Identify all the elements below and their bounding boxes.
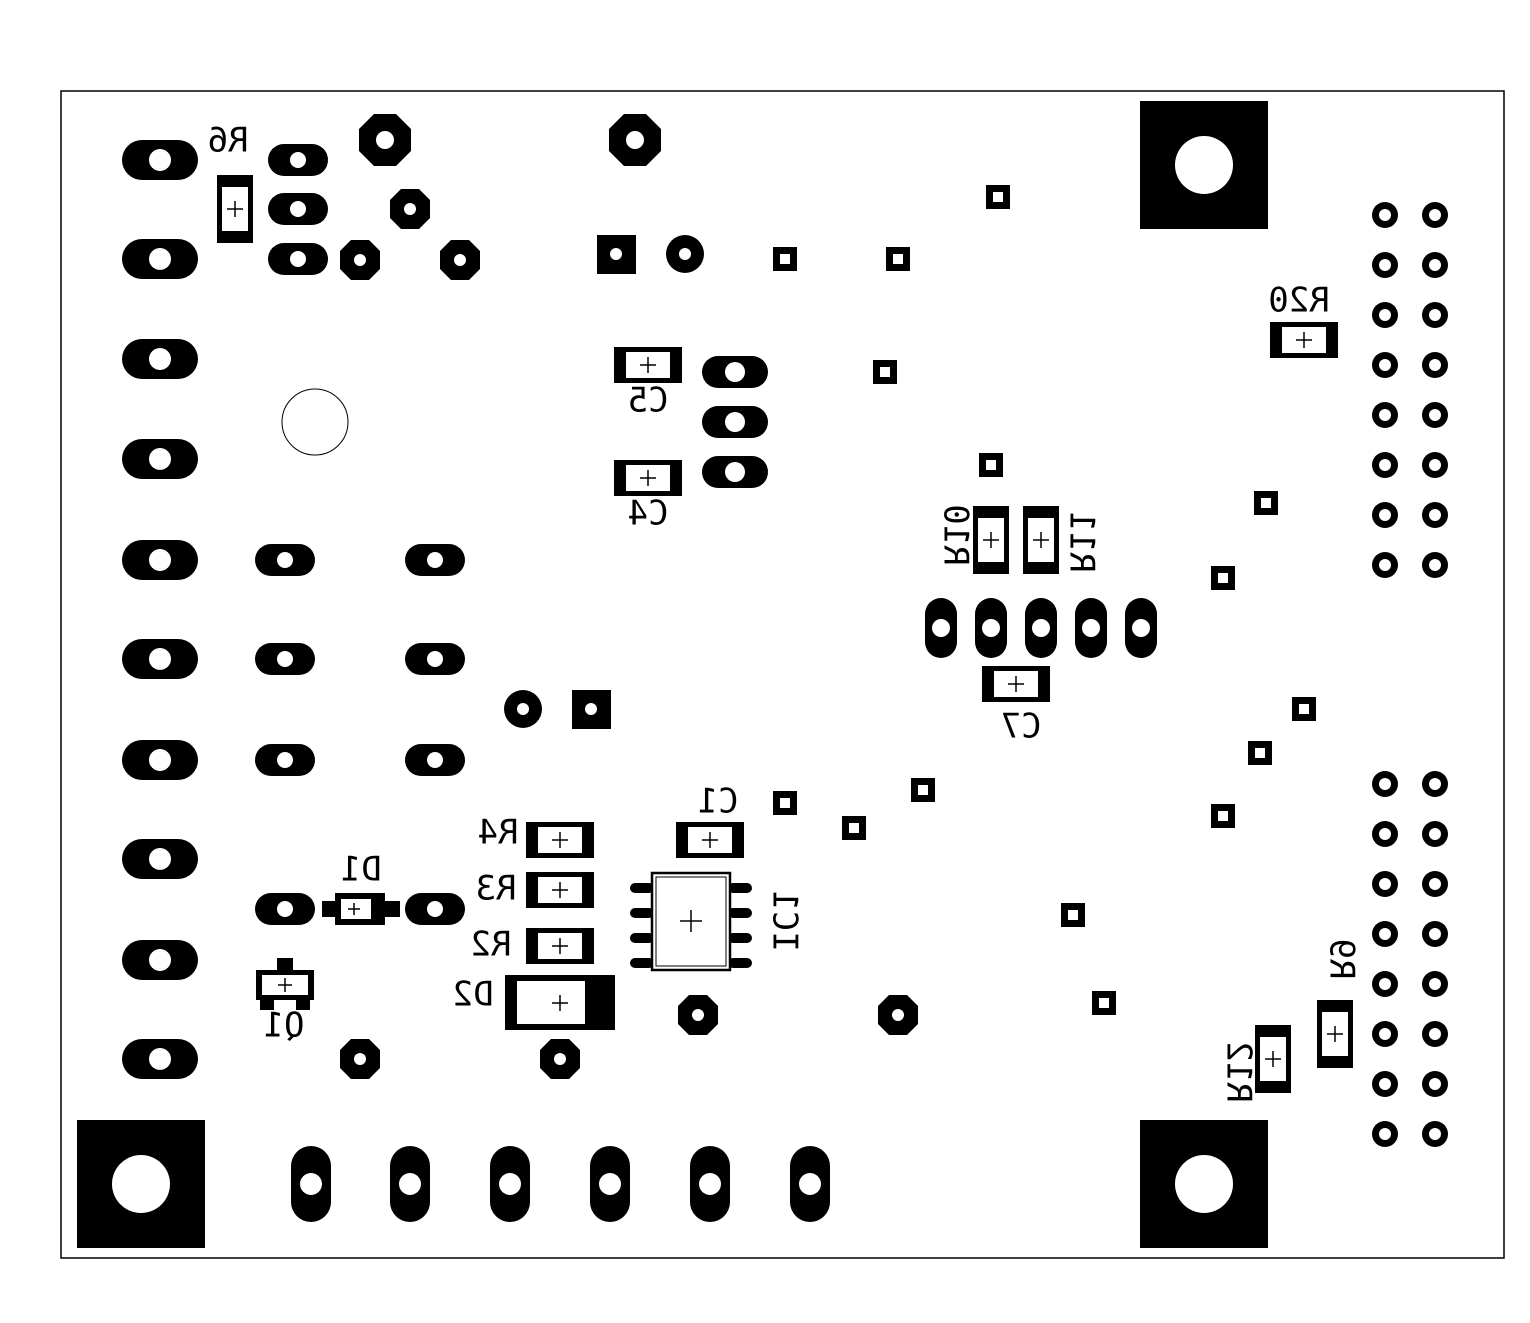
pad-pair-middle	[504, 690, 611, 729]
component-d1	[322, 893, 400, 925]
svg-text:R12: R12	[1219, 1041, 1259, 1102]
svg-text:R10: R10	[936, 504, 976, 565]
svg-text:R3: R3	[476, 869, 517, 909]
component-c1	[675, 821, 745, 859]
component-r12	[1254, 1024, 1292, 1094]
component-r6	[216, 174, 254, 244]
mounting-hole-bottom-right	[1140, 1120, 1268, 1248]
designator-r12: R12	[1219, 1041, 1259, 1102]
svg-text:R9: R9	[1322, 939, 1362, 980]
designator-c4: C4	[628, 494, 669, 534]
svg-text:Q1: Q1	[264, 1006, 305, 1046]
svg-text:R20: R20	[1268, 281, 1329, 321]
svg-text:C1: C1	[698, 782, 739, 822]
designator-r11: R11	[1062, 511, 1102, 572]
svg-text:D1: D1	[341, 850, 382, 890]
designator-q1: Q1	[264, 1006, 305, 1046]
vertical-pad-row	[925, 598, 1157, 658]
svg-text:C7: C7	[1001, 707, 1042, 747]
component-r3	[525, 871, 595, 909]
component-c5	[613, 346, 683, 384]
designator-r10: R10	[936, 504, 976, 565]
component-q1	[256, 958, 314, 1010]
component-r9	[1316, 999, 1354, 1069]
mounting-hole-bottom-left	[77, 1120, 205, 1248]
mounting-hole-top-right	[1140, 101, 1268, 229]
svg-text:R4: R4	[478, 813, 519, 853]
bottom-connector-pads	[291, 1146, 830, 1222]
designator-c7: C7	[1001, 707, 1042, 747]
left-connector-pads	[122, 140, 198, 1079]
component-ic1	[630, 871, 752, 972]
trimmer-pads	[702, 356, 768, 488]
header-bottom-right	[1372, 771, 1448, 1147]
component-r2	[525, 927, 595, 965]
pad-pair-top	[597, 235, 704, 274]
svg-text:D2: D2	[453, 975, 494, 1015]
designator-r4: R4	[478, 813, 519, 853]
pads-near-r6	[268, 144, 328, 275]
designator-c1: C1	[698, 782, 739, 822]
board-outline	[60, 90, 1505, 1259]
designator-r6: R6	[208, 121, 249, 161]
component-r11	[1022, 505, 1060, 575]
svg-text:R6: R6	[208, 121, 249, 161]
component-d2	[505, 975, 615, 1030]
designator-r3: R3	[476, 869, 517, 909]
component-c4	[613, 459, 683, 497]
component-r4	[525, 821, 595, 859]
svg-text:R2: R2	[471, 925, 512, 965]
designator-d1: D1	[341, 850, 382, 890]
fiducial-mark	[281, 388, 349, 456]
component-r10	[972, 505, 1010, 575]
designator-r9: R9	[1322, 939, 1362, 980]
svg-text:IC1: IC1	[765, 890, 805, 951]
svg-text:C5: C5	[628, 381, 669, 421]
designator-d2: D2	[453, 975, 494, 1015]
header-top-right	[1372, 202, 1448, 578]
designator-c5: C5	[628, 381, 669, 421]
svg-text:C4: C4	[628, 494, 669, 534]
component-c7	[981, 665, 1051, 703]
svg-text:R11: R11	[1062, 511, 1102, 572]
component-r20	[1269, 321, 1339, 359]
designator-r20: R20	[1268, 281, 1329, 321]
designator-ic1: IC1	[765, 890, 805, 951]
designator-r2: R2	[471, 925, 512, 965]
